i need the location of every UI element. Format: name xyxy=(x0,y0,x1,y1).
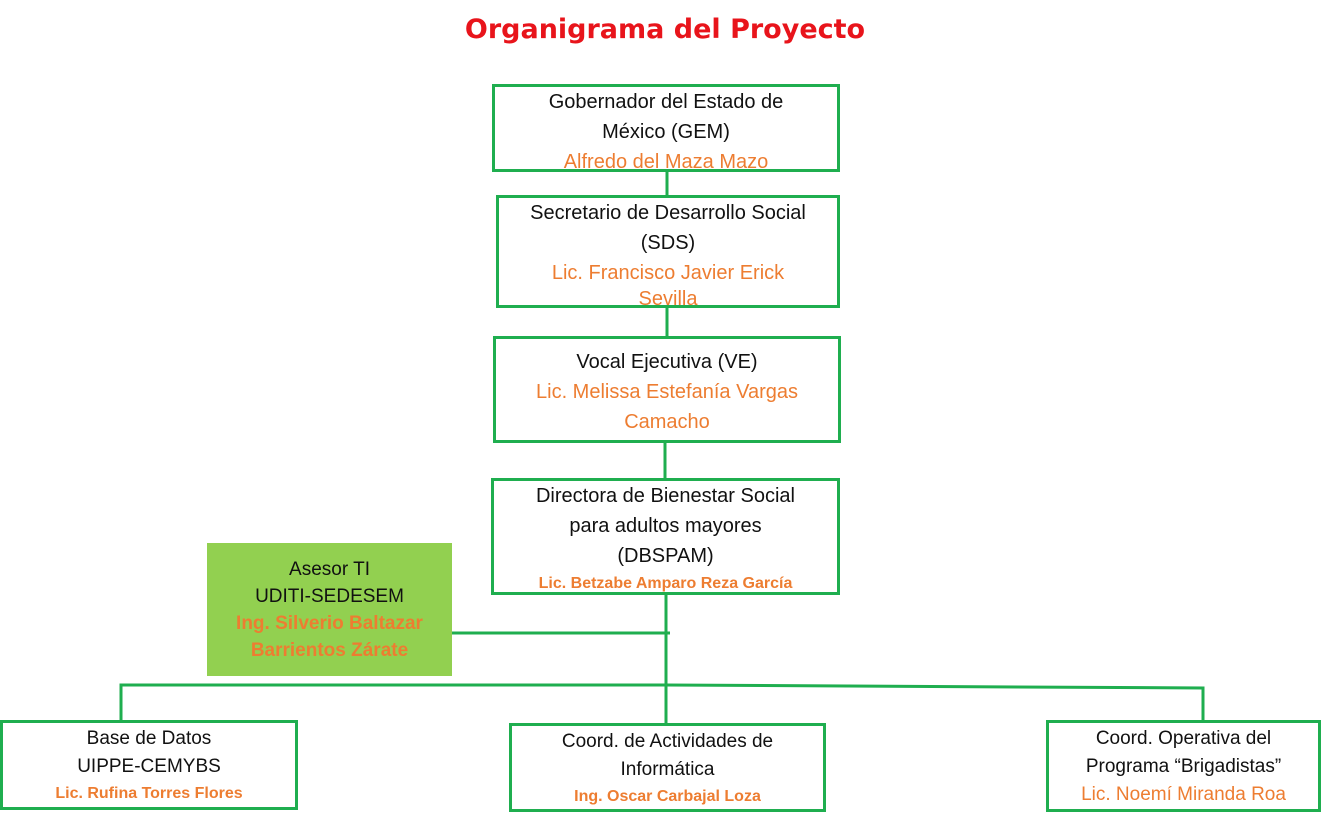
advisor-name-line-1: Ing. Silverio Baltazar xyxy=(236,612,423,634)
governor-name: Alfredo del Maza Mazo xyxy=(563,151,769,173)
it-coord-name: Ing. Oscar Carbajal Loza xyxy=(574,788,761,805)
director-role-line-1: Directora de Bienestar Social xyxy=(535,485,795,507)
database-role-line-1: Base de Datos xyxy=(86,728,212,749)
secretary-role-line-1: Secretario de Desarrollo Social xyxy=(530,202,806,224)
connector-bottom-bus xyxy=(119,683,1205,720)
director-role-line-2: para adultos mayores xyxy=(569,515,762,537)
database-name: Lic. Rufina Torres Flores xyxy=(55,785,243,802)
database-role-line-2: UIPPE-CEMYBS xyxy=(77,756,221,777)
director-name: Lic. Betzabe Amparo Reza García xyxy=(538,575,793,592)
director-role-line-3: (DBSPAM) xyxy=(617,545,714,567)
ops-coord-name: Lic. Noemí Miranda Roa xyxy=(1081,784,1286,805)
secretary-name-line-2: Sevilla xyxy=(638,288,698,310)
node-database: Base de Datos UIPPE-CEMYBS Lic. Rufina T… xyxy=(0,720,298,810)
vocal-name-line-1: Lic. Melissa Estefanía Vargas xyxy=(536,381,798,403)
advisor-role-line-2: UDITI-SEDESEM xyxy=(255,585,404,607)
governor-role-line-2: México (GEM) xyxy=(602,121,730,143)
secretary-role-line-2: (SDS) xyxy=(640,232,696,254)
vocal-name-line-2: Camacho xyxy=(624,411,710,433)
governor-role-line-1: Gobernador del Estado de xyxy=(548,91,784,113)
secretary-name-line-1: Lic. Francisco Javier Erick xyxy=(551,262,785,284)
node-operations-coordination: Coord. Operativa del Programa “Brigadist… xyxy=(1046,720,1321,812)
node-governor: Gobernador del Estado de México (GEM) Al… xyxy=(492,84,840,173)
ops-coord-role-line-1: Coord. Operativa del xyxy=(1095,728,1272,749)
node-director: Directora de Bienestar Social para adult… xyxy=(491,478,840,595)
node-it-advisor: Asesor TI UDITI-SEDESEM Ing. Silverio Ba… xyxy=(207,543,452,676)
it-coord-role-line-2: Informática xyxy=(620,759,715,780)
ops-coord-role-line-2: Programa “Brigadistas” xyxy=(1085,756,1282,777)
node-secretary: Secretario de Desarrollo Social (SDS) Li… xyxy=(496,195,840,310)
it-coord-role-line-1: Coord. de Actividades de xyxy=(561,731,774,752)
node-it-coordination: Coord. de Actividades de Informática Ing… xyxy=(509,723,826,812)
vocal-role: Vocal Ejecutiva (VE) xyxy=(576,351,758,373)
node-executive-vocal: Vocal Ejecutiva (VE) Lic. Melissa Estefa… xyxy=(493,336,841,443)
advisor-role-line-1: Asesor TI xyxy=(289,558,370,580)
advisor-name-line-2: Barrientos Zárate xyxy=(250,639,409,661)
chart-title: Organigrama del Proyecto xyxy=(464,14,866,45)
